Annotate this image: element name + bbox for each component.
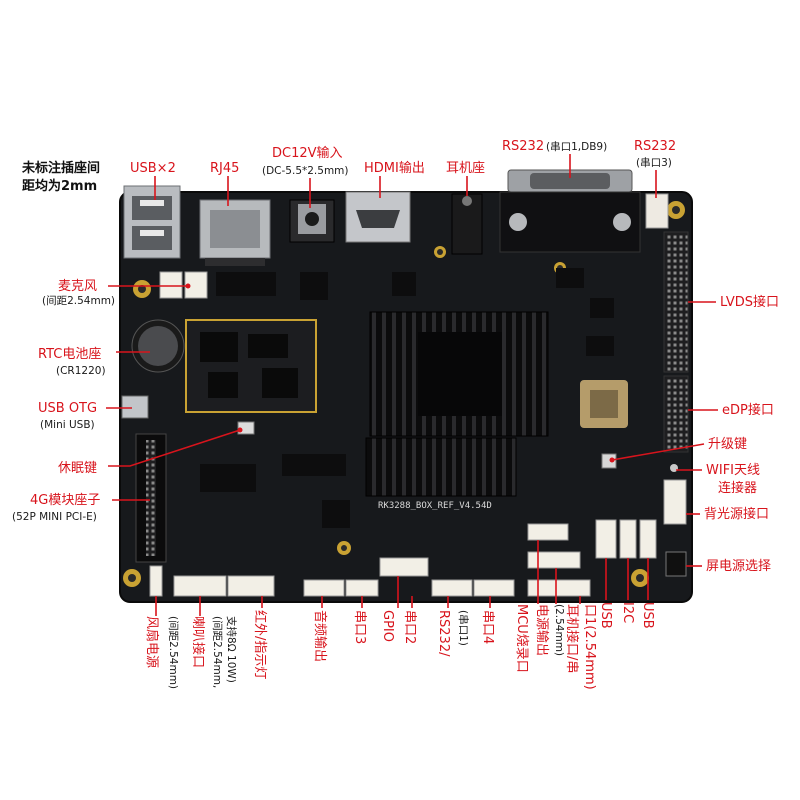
- label-rs232-uart3: RS232: [634, 139, 676, 154]
- usb-dual-connector: [123, 185, 181, 259]
- rtc-battery-holder: [131, 319, 185, 373]
- label-dc-input-sub: (DC-5.5*2.5mm): [262, 165, 349, 177]
- spacing-note-line1: 未标注插座间: [21, 160, 100, 176]
- label-speaker-sub1: (间距2.54mm,: [211, 616, 224, 688]
- backlight-connector: [663, 479, 687, 525]
- label-wifi-antenna-2: 连接器: [718, 480, 757, 496]
- label-uart3: 串口3: [352, 610, 367, 644]
- label-backlight: 背光源接口: [704, 506, 769, 522]
- label-usb-x2: USB×2: [130, 161, 176, 176]
- label-4g-slot-sub: (52P MINI PCI-E): [12, 511, 97, 523]
- label-lvds: LVDS接口: [720, 294, 779, 310]
- dc-jack: [289, 199, 335, 243]
- heatsink: [365, 311, 549, 497]
- label-rj45: RJ45: [210, 161, 239, 176]
- label-usb-otg: USB OTG: [38, 401, 97, 416]
- label-rtc: RTC电池座: [38, 347, 101, 362]
- hdmi-connector: [345, 191, 411, 243]
- label-usb-b: USB: [640, 602, 655, 629]
- label-upgrade-key: 升级键: [708, 437, 747, 452]
- leader-upgrade-key: [611, 443, 705, 461]
- label-ir-led: 红外/指示灯: [252, 610, 268, 679]
- earphone-jack: [451, 193, 483, 255]
- label-power-out: 电源输出: [534, 604, 550, 656]
- label-rs232-uart1-sub: (串口1): [457, 610, 469, 646]
- upgrade-button-part: [601, 453, 617, 469]
- label-dc-input: DC12V输入: [272, 145, 343, 161]
- mini-usb-connector: [121, 395, 149, 419]
- label-fan-power-sub: (间距2.54mm): [167, 616, 180, 689]
- wifi-module: [580, 380, 628, 428]
- leader-sleep-key: [108, 429, 241, 467]
- label-mcu-burn: MCU烧录口: [514, 604, 529, 673]
- pcb-board: RK3288_BOX_REF_V4.54D: [119, 169, 693, 603]
- spacing-note-line2: 距均为2mm: [22, 178, 97, 194]
- label-screen-power: 屏电源选择: [706, 559, 771, 574]
- label-rs232-uart1: RS232/: [436, 610, 451, 657]
- db9-connector: [499, 169, 641, 253]
- label-usb-otg-sub: (Mini USB): [40, 419, 95, 431]
- label-4g-slot: 4G模块座子: [30, 493, 100, 508]
- label-earport-2: 口1(2.54mm): [582, 604, 597, 690]
- mini-pcie-slot: [135, 433, 167, 563]
- label-uart2: 串口2: [402, 610, 417, 644]
- screen-power-jumper: [665, 551, 687, 577]
- label-mic-sub: (间距2.54mm): [42, 294, 115, 307]
- label-rtc-sub: (CR1220): [56, 365, 106, 377]
- label-speaker: 喇叭接口: [190, 616, 206, 668]
- label-mic: 麦克风: [58, 279, 97, 294]
- label-rs232-uart3-sub: (串口3): [636, 157, 672, 169]
- rj45-connector: [199, 199, 271, 266]
- label-fan-power: 风扇电源: [144, 616, 160, 668]
- board-silkscreen: RK3288_BOX_REF_V4.54D: [378, 501, 492, 511]
- label-rs232-db9: RS232: [502, 139, 544, 154]
- label-audio-out: 音频输出: [312, 610, 328, 662]
- label-hdmi: HDMI输出: [364, 160, 425, 176]
- label-sleep-key: 休眠键: [58, 461, 97, 476]
- label-earport-1: 耳机接口/串: [564, 604, 580, 673]
- label-usb-a: USB: [598, 602, 613, 629]
- mic-connectors: [159, 271, 208, 299]
- uart3-header: [645, 193, 669, 229]
- lvds-header: [663, 231, 689, 373]
- label-edp: eDP接口: [722, 402, 774, 418]
- label-uart4: 串口4: [480, 610, 495, 644]
- label-earphone-jack: 耳机座: [446, 161, 485, 176]
- core-module: [185, 319, 317, 413]
- bottom-connectors: [149, 519, 657, 597]
- edp-header: [663, 375, 689, 453]
- label-speaker-sub2: 支持8Ω 10W): [225, 616, 238, 683]
- label-rs232-db9-sub: (串口1,DB9): [546, 141, 607, 153]
- misc-chips: [200, 268, 614, 528]
- label-wifi-antenna-1: WIFI天线: [706, 463, 760, 478]
- label-i2c: I2C: [620, 602, 635, 623]
- label-gpio: GPIO: [380, 610, 395, 642]
- label-power-out-sub: (2.54mm): [553, 604, 565, 656]
